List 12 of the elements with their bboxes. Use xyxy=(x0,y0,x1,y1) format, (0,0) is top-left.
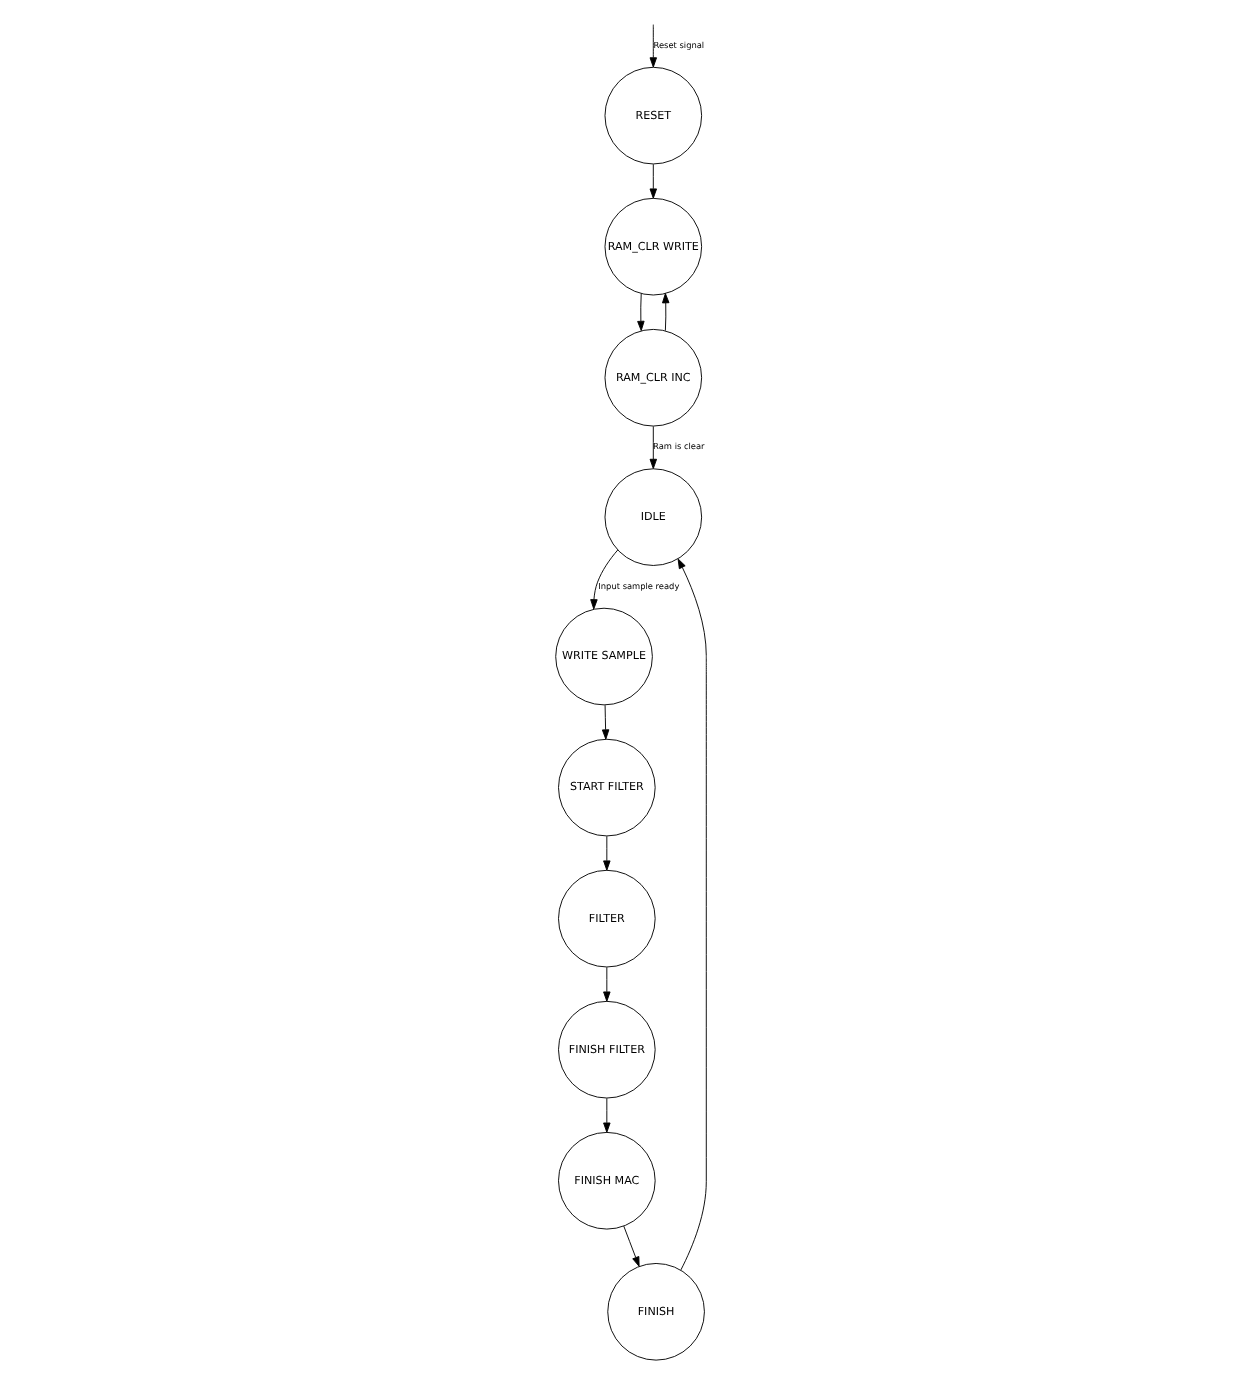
arrow xyxy=(602,835,610,871)
arrow xyxy=(622,1225,639,1267)
arrow xyxy=(636,293,644,332)
arrow xyxy=(602,966,610,1002)
arrow xyxy=(661,293,669,332)
arrow xyxy=(648,24,657,68)
arrow xyxy=(648,163,657,199)
arrow xyxy=(600,704,609,740)
arrow xyxy=(676,558,706,1271)
arrow xyxy=(602,1097,610,1133)
arrow xyxy=(589,549,618,610)
arrow xyxy=(648,425,657,470)
